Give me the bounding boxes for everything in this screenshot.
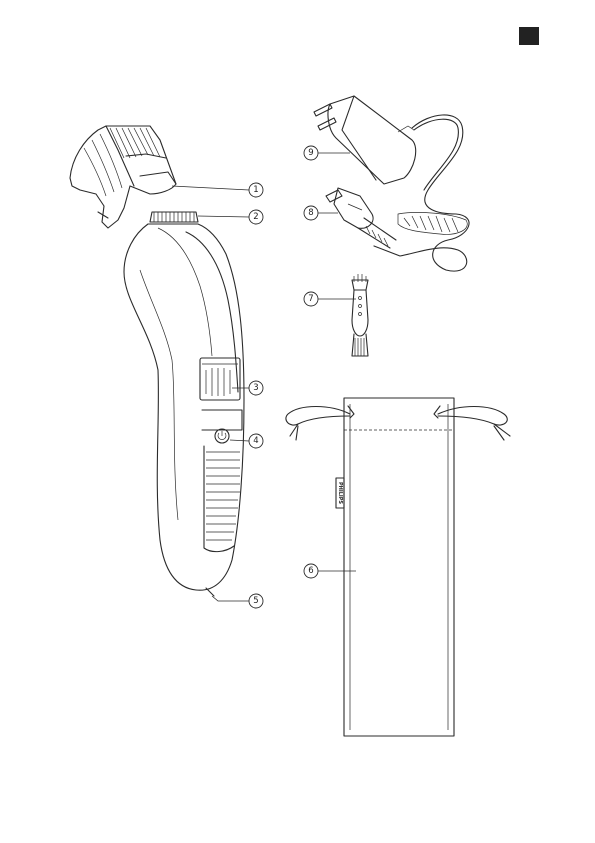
callout-8: 8 bbox=[304, 206, 338, 220]
callout-4: 4 bbox=[230, 434, 263, 448]
corner-mark bbox=[519, 27, 539, 45]
callout-label: 5 bbox=[253, 596, 258, 606]
callout-6: 6 bbox=[304, 564, 356, 578]
pouch: PHILIPS bbox=[286, 398, 510, 736]
comb-attachment bbox=[70, 126, 176, 228]
trimmer-body bbox=[124, 212, 244, 596]
callout-label: 6 bbox=[308, 566, 313, 576]
callout-label: 1 bbox=[253, 185, 258, 195]
socket bbox=[206, 588, 214, 596]
callout-9: 9 bbox=[304, 146, 350, 160]
callout-label: 9 bbox=[308, 148, 313, 158]
small-plug bbox=[326, 188, 396, 248]
callout-7: 7 bbox=[304, 292, 356, 306]
callout-5: 5 bbox=[212, 594, 263, 608]
callout-1: 1 bbox=[172, 183, 263, 197]
adapter bbox=[314, 96, 469, 271]
callout-label: 8 bbox=[308, 208, 313, 218]
callout-label: 2 bbox=[253, 212, 258, 222]
callout-3: 3 bbox=[232, 381, 263, 395]
callout-label: 3 bbox=[253, 383, 258, 393]
callout-label: 7 bbox=[308, 294, 313, 304]
callout-2: 2 bbox=[198, 210, 263, 224]
cleaning-brush bbox=[352, 274, 368, 356]
callout-label: 4 bbox=[253, 436, 258, 446]
brand-tag: PHILIPS bbox=[337, 482, 343, 504]
